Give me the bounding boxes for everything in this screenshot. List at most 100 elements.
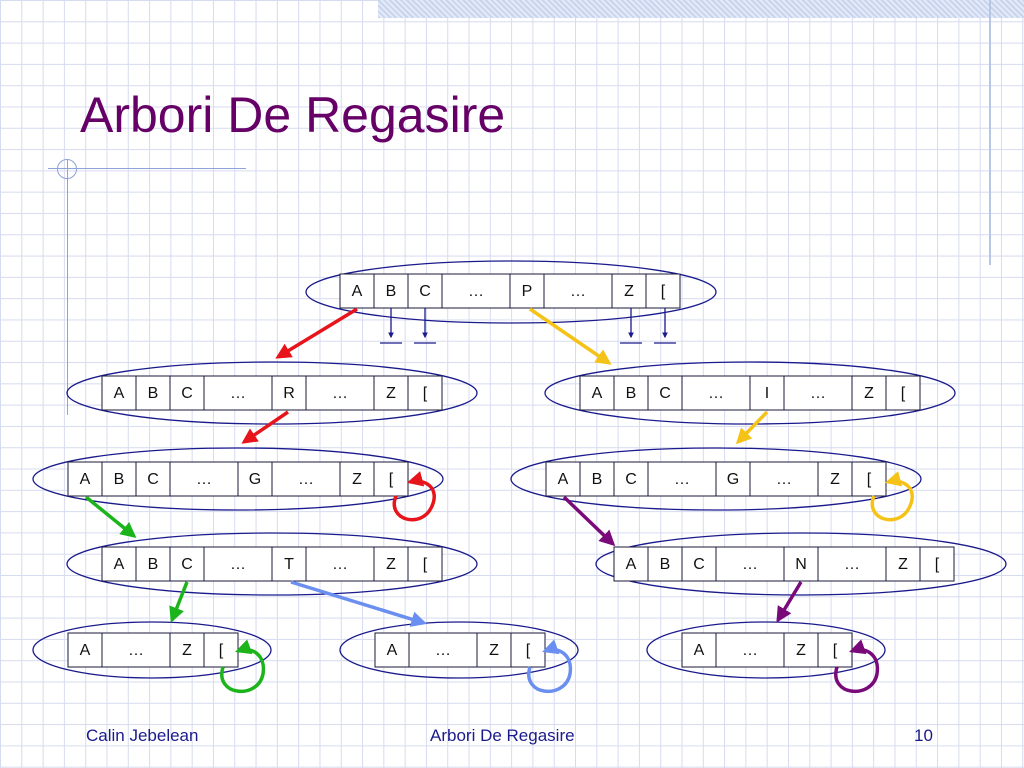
decoration-circle xyxy=(57,159,77,179)
cell-label-root-1: B xyxy=(386,283,397,300)
cell-box-leaf3-3 xyxy=(817,632,853,668)
cell-label-L2-4: G xyxy=(249,471,261,488)
node-ellipse-leaf3 xyxy=(646,621,886,679)
cell-label-R3-6: Z xyxy=(898,556,908,573)
cell-box-leaf2-1 xyxy=(408,632,478,668)
pointer-arrow-blue-1 xyxy=(290,580,428,627)
pointer-arrow-green-2 xyxy=(169,581,189,623)
cell-box-R1a-5 xyxy=(783,375,853,411)
cell-label-leaf2-2: Z xyxy=(489,642,499,659)
cell-label-L1a-2: C xyxy=(181,385,193,402)
pointer-arrow-red-1 xyxy=(275,307,358,359)
cell-box-R3-5 xyxy=(817,546,887,582)
cell-box-L2-2 xyxy=(135,461,171,497)
cell-box-L1a-4 xyxy=(271,375,307,411)
cell-box-R1a-6 xyxy=(851,375,887,411)
cell-label-R2-7: [ xyxy=(867,471,872,488)
cell-label-leaf3-1: … xyxy=(742,642,758,659)
self-loop-red xyxy=(392,471,436,522)
cell-label-leaf2-0: A xyxy=(387,642,398,659)
node-ellipse-root xyxy=(305,260,717,324)
pointer-arrow-purple-2 xyxy=(776,581,803,623)
cell-label-L1a-4: R xyxy=(283,385,295,402)
cell-label-L2-2: C xyxy=(147,471,159,488)
cell-box-L3-7 xyxy=(407,546,443,582)
cell-label-leaf3-0: A xyxy=(694,642,705,659)
slide-title: Arbori De Regasire xyxy=(80,87,506,143)
cell-label-L2-3: … xyxy=(196,471,212,488)
cell-label-L2-7: [ xyxy=(389,471,394,488)
node-ellipse-R3 xyxy=(595,532,1007,596)
cell-box-root-1 xyxy=(373,273,409,309)
cell-box-R1a-3 xyxy=(681,375,751,411)
footer-author: Calin Jebelean xyxy=(86,726,199,745)
footer-title: Arbori De Regasire xyxy=(430,726,575,745)
cell-box-leaf2-3 xyxy=(510,632,546,668)
self-loop-yellow xyxy=(870,471,914,522)
cell-label-root-4: P xyxy=(522,283,533,300)
cell-label-leaf3-3: [ xyxy=(833,642,838,659)
cell-label-R1a-3: … xyxy=(708,385,724,402)
cell-label-L2-1: B xyxy=(114,471,125,488)
cell-box-L1a-0 xyxy=(101,375,137,411)
right-decoration-line xyxy=(989,0,991,265)
cell-label-R3-0: A xyxy=(626,556,637,573)
cell-label-L3-0: A xyxy=(114,556,125,573)
top-decoration-bar xyxy=(378,0,1024,18)
self-loop-purple xyxy=(834,639,880,694)
node-ellipse-leaf2 xyxy=(339,621,579,679)
cell-label-L3-6: Z xyxy=(386,556,396,573)
cell-label-L3-3: … xyxy=(230,556,246,573)
cell-box-leaf1-0 xyxy=(67,632,103,668)
pointer-arrow-yellow-2 xyxy=(735,410,769,445)
cell-label-R2-5: … xyxy=(776,471,792,488)
cell-box-L1a-6 xyxy=(373,375,409,411)
cell-box-R3-4 xyxy=(783,546,819,582)
cell-box-R3-7 xyxy=(919,546,955,582)
cell-label-L2-6: Z xyxy=(352,471,362,488)
cell-label-R1a-4: I xyxy=(765,385,769,402)
cell-label-L1a-5: … xyxy=(332,385,348,402)
cell-box-R1a-0 xyxy=(579,375,615,411)
footer-page-number: 10 xyxy=(914,726,933,745)
cell-box-R2-3 xyxy=(647,461,717,497)
cell-box-L2-6 xyxy=(339,461,375,497)
title-rule xyxy=(48,168,246,169)
pointer-arrow-red-2 xyxy=(241,410,289,444)
cell-box-R3-2 xyxy=(681,546,717,582)
cell-box-leaf3-2 xyxy=(783,632,819,668)
cell-label-R3-5: … xyxy=(844,556,860,573)
cell-label-R2-1: B xyxy=(592,471,603,488)
cell-label-L1a-0: A xyxy=(114,385,125,402)
cell-box-R1a-7 xyxy=(885,375,921,411)
cell-label-L3-4: T xyxy=(284,556,294,573)
cell-label-leaf1-2: Z xyxy=(182,642,192,659)
cell-box-R2-1 xyxy=(579,461,615,497)
cell-box-L2-5 xyxy=(271,461,341,497)
cell-label-root-3: … xyxy=(468,283,484,300)
cell-label-L2-5: … xyxy=(298,471,314,488)
cell-label-L1a-7: [ xyxy=(423,385,428,402)
cell-label-L3-2: C xyxy=(181,556,193,573)
cell-label-R3-4: N xyxy=(795,556,807,573)
cell-box-leaf3-0 xyxy=(681,632,717,668)
node-ellipse-leaf1 xyxy=(32,621,272,679)
cell-label-root-6: Z xyxy=(624,283,634,300)
cell-box-L2-1 xyxy=(101,461,137,497)
cell-label-L3-1: B xyxy=(148,556,159,573)
cell-box-R1a-2 xyxy=(647,375,683,411)
cell-box-L1a-5 xyxy=(305,375,375,411)
cell-box-L2-3 xyxy=(169,461,239,497)
cell-label-R3-7: [ xyxy=(935,556,940,573)
cell-label-root-2: C xyxy=(419,283,431,300)
cell-box-L3-2 xyxy=(169,546,205,582)
node-ellipse-R1a xyxy=(544,361,956,425)
cell-box-leaf1-1 xyxy=(101,632,171,668)
cell-label-leaf2-1: … xyxy=(435,642,451,659)
cell-box-R3-0 xyxy=(613,546,649,582)
cell-label-R2-6: Z xyxy=(830,471,840,488)
cell-label-R1a-7: [ xyxy=(901,385,906,402)
cell-label-L3-7: [ xyxy=(423,556,428,573)
cell-box-L3-6 xyxy=(373,546,409,582)
cell-box-L3-0 xyxy=(101,546,137,582)
